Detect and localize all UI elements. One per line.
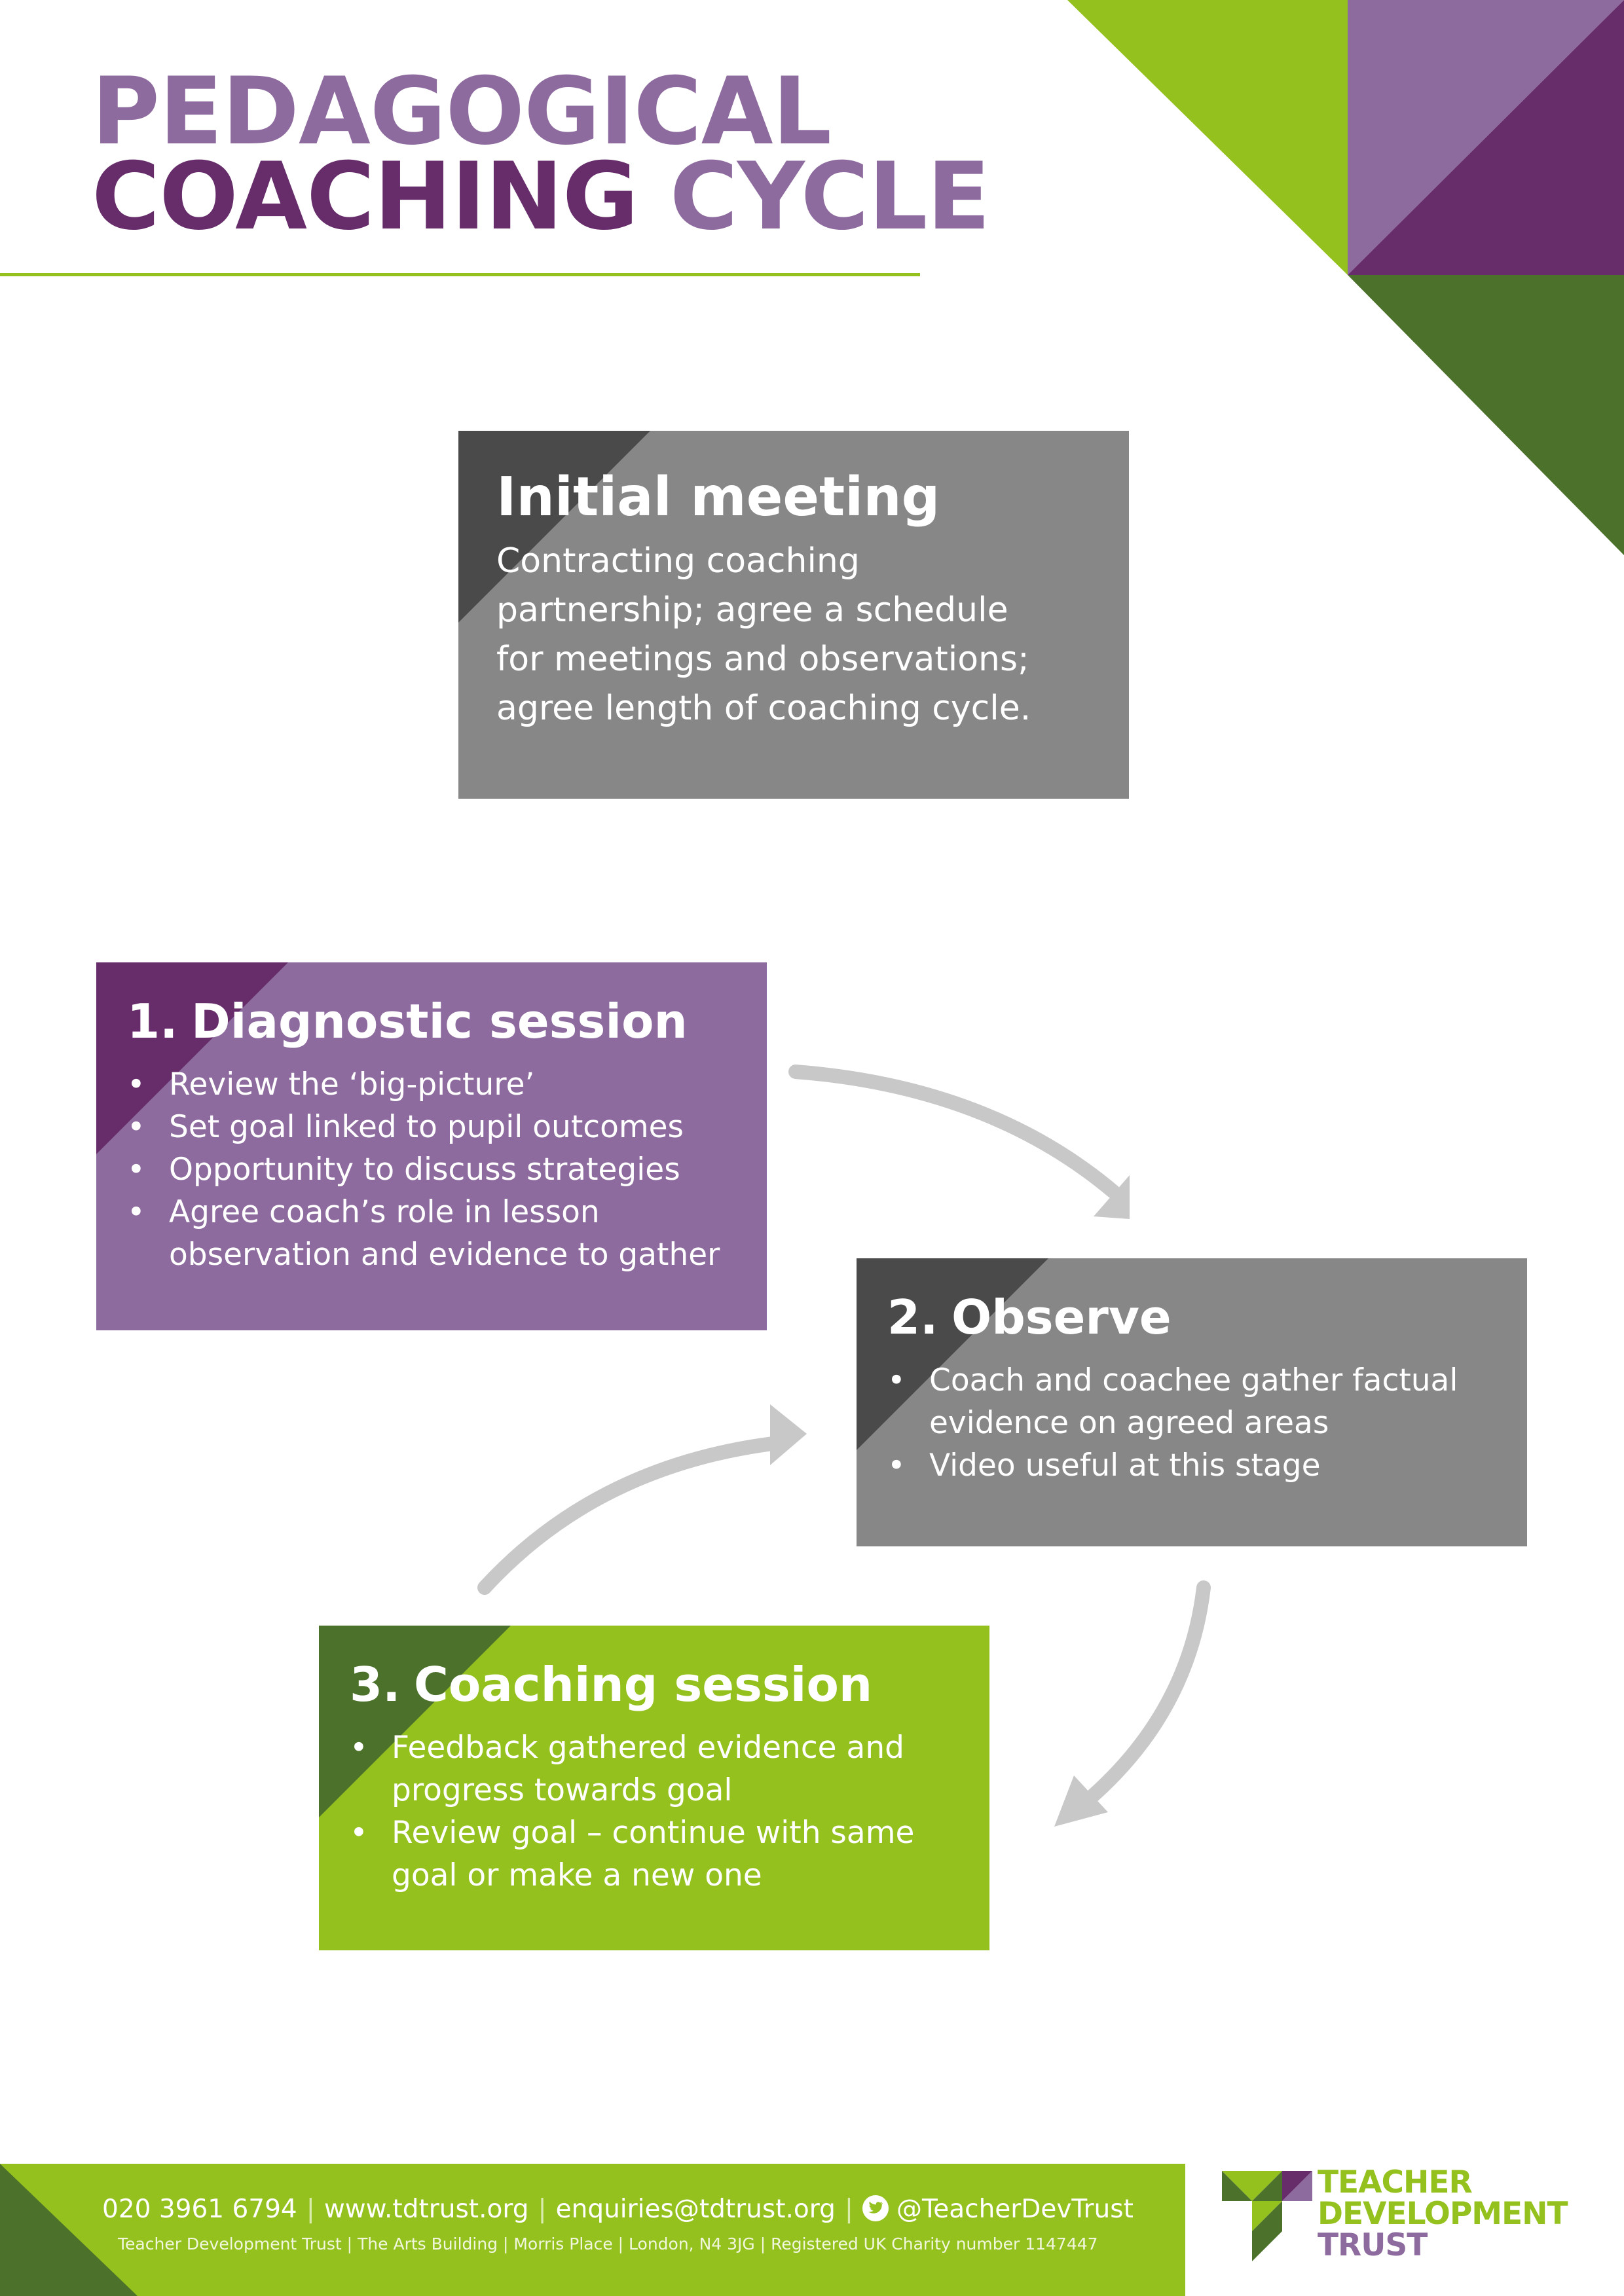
- list-item: Video useful at this stage: [887, 1444, 1507, 1487]
- diagnostic-session-list: Review the ‘big-picture’ Set goal linked…: [127, 1063, 747, 1276]
- coaching-session-box: 3.Coaching session Feedback gathered evi…: [319, 1626, 989, 1950]
- list-item: Agree coach’s role in lesson observation…: [127, 1191, 732, 1276]
- step-number: 2.: [887, 1290, 938, 1345]
- footer-contact: 020 3961 6794 | www.tdtrust.org | enquiries@…: [102, 2193, 1134, 2226]
- footer-phone: 020 3961 6794: [102, 2195, 297, 2224]
- logo-word: DEVELOPMENT: [1318, 2196, 1568, 2232]
- logo-word: TEACHER: [1318, 2164, 1473, 2200]
- title-word-cycle: CYCLE: [669, 143, 991, 251]
- list-item: Coach and coachee gather factual evidenc…: [887, 1359, 1505, 1444]
- footer-separator: |: [844, 2195, 854, 2224]
- arrow-diagnostic-to-observe: [788, 1065, 1120, 1199]
- observe-heading: 2.Observe: [887, 1285, 1507, 1350]
- corner-decoration: [1067, 0, 1624, 555]
- diagnostic-session-heading: 1.Diagnostic session: [127, 989, 747, 1054]
- initial-meeting-line: agree length of coaching cycle.: [496, 689, 1031, 728]
- list-item: Feedback gathered evidence and progress …: [350, 1726, 942, 1812]
- diagnostic-session-box: 1.Diagnostic session Review the ‘big-pic…: [96, 962, 767, 1330]
- box-corner-triangle: [458, 431, 650, 623]
- title-word-coaching: COACHING: [92, 143, 638, 251]
- tdt-logo-mark: [1222, 2171, 1312, 2261]
- title-underline: [0, 273, 920, 276]
- step-number: 1.: [127, 994, 178, 1049]
- logo-word: TRUST: [1318, 2227, 1428, 2263]
- step-number: 3.: [350, 1657, 401, 1712]
- arrow-observe-to-coaching: [1077, 1580, 1211, 1811]
- coaching-session-list: Feedback gathered evidence and progress …: [350, 1726, 970, 1897]
- initial-meeting-text: Contracting coaching partnership; agree …: [496, 537, 1103, 733]
- tdt-logo-text: TEACHER DEVELOPMENT TRUST: [1318, 2167, 1568, 2261]
- initial-meeting-line: for meetings and observations;: [496, 640, 1029, 679]
- arrowhead: [1094, 1175, 1130, 1219]
- list-item: Review goal – continue with same goal or…: [350, 1812, 942, 1897]
- footer-twitter-handle[interactable]: @TeacherDevTrust: [896, 2195, 1134, 2224]
- arrowhead: [1054, 1776, 1108, 1827]
- footer-bar: [0, 2164, 1185, 2296]
- footer-separator: |: [538, 2195, 547, 2224]
- footer-corner-triangle: [0, 2164, 138, 2296]
- observe-list: Coach and coachee gather factual evidenc…: [887, 1359, 1507, 1487]
- footer-website-link[interactable]: www.tdtrust.org: [323, 2195, 529, 2224]
- arrowhead: [770, 1404, 807, 1465]
- step-title: Observe: [951, 1290, 1172, 1345]
- step-title: Coaching session: [414, 1657, 873, 1712]
- footer-address: Teacher Development Trust | The Arts Bui…: [118, 2234, 1098, 2253]
- coaching-session-heading: 3.Coaching session: [350, 1652, 970, 1717]
- list-item: Set goal linked to pupil outcomes: [127, 1106, 747, 1148]
- arrow-coaching-to-diagnostic: [477, 1436, 780, 1595]
- page-title-line-2: COACHING CYCLE: [92, 151, 990, 244]
- initial-meeting-line: partnership; agree a schedule: [496, 591, 1008, 630]
- twitter-icon: [862, 2195, 889, 2221]
- footer-separator: |: [306, 2195, 315, 2224]
- initial-meeting-box: Initial meeting Contracting coaching par…: [458, 431, 1129, 799]
- step-title: Diagnostic session: [191, 994, 688, 1049]
- list-item: Opportunity to discuss strategies: [127, 1148, 747, 1191]
- list-item: Review the ‘big-picture’: [127, 1063, 747, 1106]
- initial-meeting-line: Contracting coaching: [496, 541, 860, 581]
- initial-meeting-heading: Initial meeting: [496, 466, 940, 528]
- observe-box: 2.Observe Coach and coachee gather factu…: [857, 1258, 1527, 1546]
- footer-email-link[interactable]: enquiries@tdtrust.org: [555, 2195, 836, 2224]
- page-title-line-1: PEDAGOGICAL: [92, 58, 832, 166]
